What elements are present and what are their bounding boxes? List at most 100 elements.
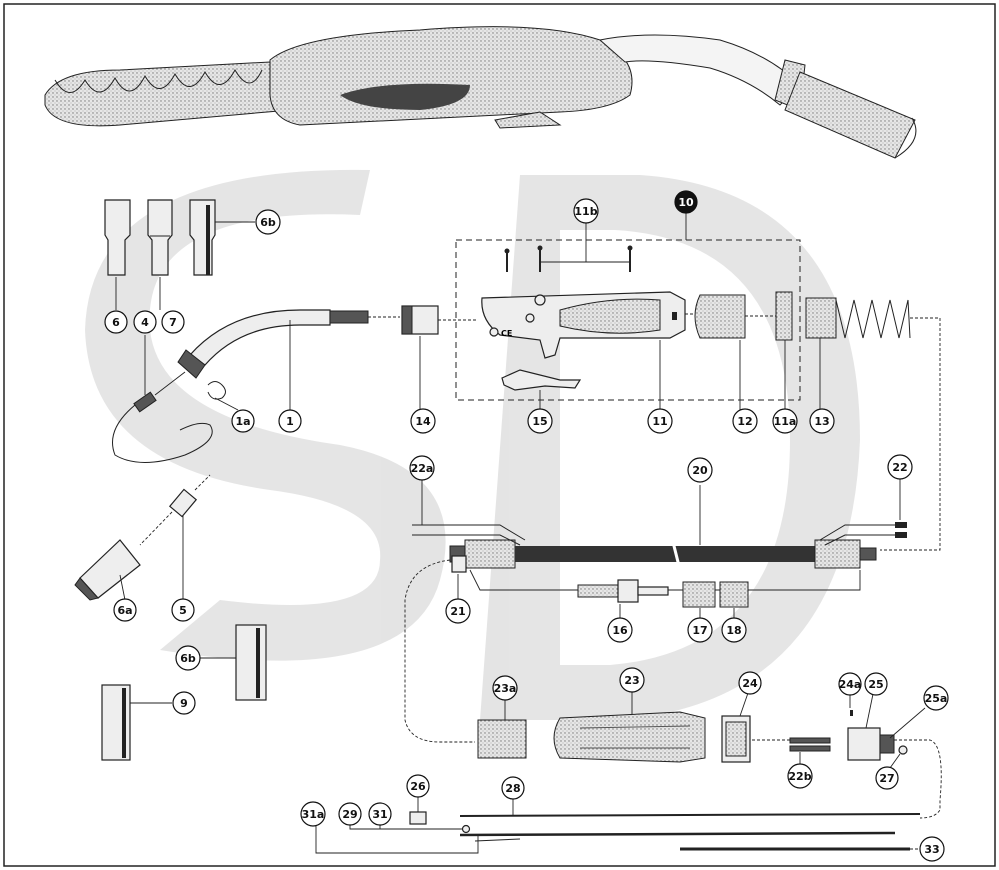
callout-10: 10 [674,190,698,214]
callout-29: 29 [338,802,362,826]
callout-31a: 31a [300,801,326,827]
handle-body [481,291,686,359]
assembled-torch [44,26,917,159]
nozzle-set-top [104,199,216,276]
callout-23: 23 [619,667,645,693]
callout-1a: 1a [231,409,255,433]
handle-rear-12 [694,294,746,339]
svg-text:27: 27 [879,772,894,785]
svg-text:12: 12 [737,415,752,428]
sleeve-17 [682,581,716,608]
callout-15: 15 [527,408,553,434]
callout-27: 27 [875,766,899,790]
svg-text:11: 11 [652,415,667,428]
gooseneck-neck [177,309,369,379]
callout-11a: 11a [772,408,798,434]
callout-6a: 6a [113,598,137,622]
svg-text:7: 7 [169,316,177,329]
handle-kit-box [455,239,801,401]
callout-13: 13 [809,408,835,434]
ring-11a [775,291,793,341]
nut-24 [721,715,751,763]
svg-text:26: 26 [410,780,426,793]
svg-text:21: 21 [450,605,465,618]
sleeve-23a [477,719,527,759]
svg-text:25: 25 [868,678,883,691]
callout-16: 16 [607,617,633,643]
cable-loop [112,404,213,463]
callout-23a: 23a [492,675,518,701]
svg-text:29: 29 [342,808,357,821]
callout-33: 33 [919,836,945,862]
svg-text:11a: 11a [774,415,797,428]
callout-25a: 25a [923,685,949,711]
svg-text:20: 20 [692,464,708,477]
svg-text:16: 16 [612,624,628,637]
callout-24a: 24a [838,672,862,696]
svg-text:17: 17 [692,624,707,637]
outer-frame [3,3,996,867]
callout-5: 5 [171,598,195,622]
callout-22b: 22b [787,763,813,789]
callout-1: 1 [278,409,302,433]
callout-11: 11 [647,408,673,434]
rear-handle-23 [553,711,706,763]
contact-tip [133,371,186,413]
svg-text:1a: 1a [235,415,250,428]
callout-24: 24 [738,671,762,695]
nozzle-6b-lower [235,624,267,701]
svg-text:1: 1 [286,415,294,428]
svg-text:25a: 25a [925,692,948,705]
callout-6b-bottom: 6b [175,645,201,671]
connector-16 [577,579,669,603]
svg-text:4: 4 [141,316,149,329]
svg-text:13: 13 [814,415,829,428]
callout-31: 31 [368,802,392,826]
svg-text:6a: 6a [117,604,132,617]
svg-text:33: 33 [924,843,939,856]
callout-6: 6 [104,310,128,334]
callout-17: 17 [687,617,713,643]
svg-text:23: 23 [624,674,639,687]
svg-text:28: 28 [505,782,520,795]
svg-text:22a: 22a [411,462,434,475]
callout-12: 12 [732,408,758,434]
trigger-15 [501,369,582,391]
callout-26: 26 [406,774,430,798]
svg-text:6b: 6b [260,216,276,229]
fitting-21 [451,555,467,573]
central-connector-25 [789,710,895,761]
nozzle-6a [74,539,141,601]
svg-text:31a: 31a [302,808,325,821]
callout-14: 14 [410,408,436,434]
callout-25: 25 [864,672,888,696]
svg-text:6: 6 [112,316,120,329]
svg-text:22: 22 [892,461,907,474]
ce-mark: CE [501,329,512,338]
spring-13 [805,297,911,339]
svg-text:31: 31 [372,808,387,821]
callout-4: 4 [133,310,157,334]
callout-20: 20 [687,457,713,483]
svg-text:9: 9 [180,697,188,710]
callout-21: 21 [445,598,471,624]
callout-22a: 22a [409,455,435,481]
callout-28: 28 [501,776,525,800]
svg-text:22b: 22b [788,770,811,783]
svg-text:14: 14 [415,415,431,428]
sleeve-18 [719,581,749,608]
watermark-sd [85,169,860,720]
wires-22 [819,522,907,546]
adapter-14 [401,305,439,335]
wires-22a [412,524,526,546]
svg-text:23a: 23a [494,682,517,695]
svg-text:24a: 24a [839,678,862,691]
callout-7: 7 [161,310,185,334]
callout-18: 18 [721,617,747,643]
callout-22: 22 [887,454,913,480]
callout-labels: 6 4 7 6b 1a 1 14 15 11 12 11a 13 11b 10 … [104,190,949,862]
handle-screws [504,245,633,272]
svg-text:15: 15 [532,415,547,428]
callout-6b-top: 6b [255,209,281,235]
